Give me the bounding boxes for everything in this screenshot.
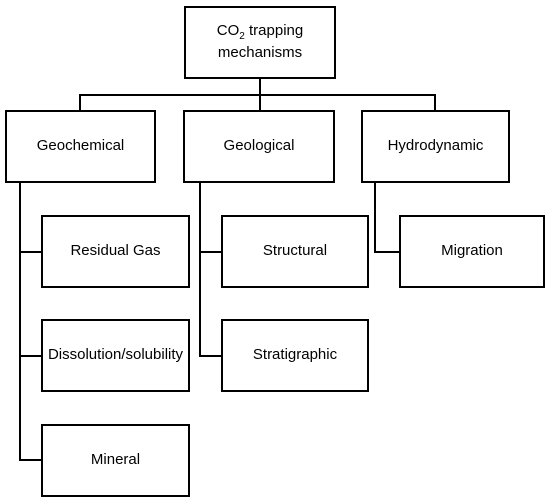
leaf-dissolution-solubility: Dissolution/solubility: [41, 319, 190, 392]
geochemical-spine: [19, 182, 21, 461]
leaf-label: Structural: [262, 242, 328, 260]
category-hydrodynamic: Hydrodynamic: [361, 110, 510, 183]
branch-structural: [199, 251, 222, 253]
category-label: Geological: [223, 137, 295, 155]
root-prefix: CO: [216, 22, 240, 40]
leaf-stratigraphic: Stratigraphic: [221, 319, 369, 392]
root-connector: [259, 78, 261, 96]
root-line2: mechanisms: [217, 43, 303, 61]
branch-dissolution: [19, 355, 42, 357]
branch-residual-gas: [19, 251, 42, 253]
leaf-label: Residual Gas: [70, 242, 161, 260]
category-label: Geochemical: [36, 137, 125, 155]
leaf-structural: Structural: [221, 215, 369, 288]
root-node: CO2 trapping mechanisms: [184, 6, 336, 79]
root-subscript: 2: [239, 31, 245, 43]
geological-spine: [199, 182, 201, 357]
leaf-label: Stratigraphic: [252, 346, 338, 364]
branch-mineral: [19, 459, 42, 461]
category-bus: [79, 94, 436, 96]
leaf-label: Dissolution/solubility: [47, 346, 184, 364]
root-suffix: trapping: [244, 22, 304, 40]
branch-stratigraphic: [199, 355, 222, 357]
leaf-label: Migration: [441, 242, 503, 260]
hydrodynamic-spine: [374, 182, 376, 253]
branch-migration: [374, 251, 400, 253]
category-geochemical: Geochemical: [5, 110, 156, 183]
category-label: Hydrodynamic: [387, 137, 484, 155]
category-geological: Geological: [183, 110, 335, 183]
leaf-mineral: Mineral: [41, 424, 190, 497]
leaf-migration: Migration: [399, 215, 545, 288]
geochemical-drop: [79, 94, 81, 110]
leaf-label: Mineral: [90, 451, 141, 469]
leaf-residual-gas: Residual Gas: [41, 215, 190, 288]
geological-drop: [259, 94, 261, 110]
hydrodynamic-drop: [434, 94, 436, 110]
